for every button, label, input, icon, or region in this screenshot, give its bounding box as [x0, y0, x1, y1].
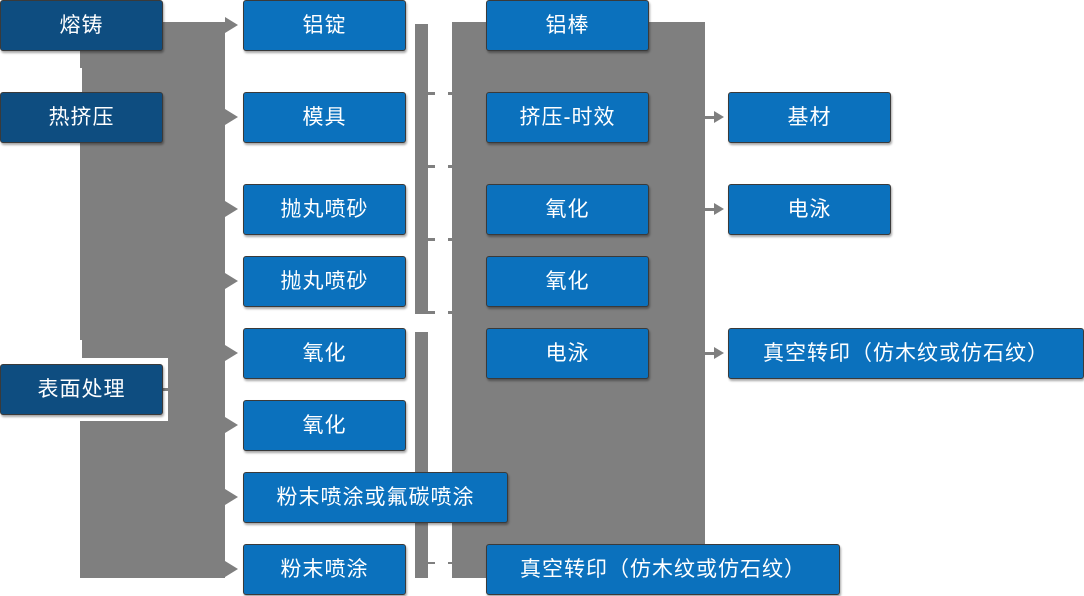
- process-box-extrusion-aging[interactable]: 挤压-时效: [486, 92, 649, 143]
- process-label: 铝棒: [545, 14, 590, 37]
- process-box-powder-coating[interactable]: 粉末喷涂: [243, 544, 406, 595]
- output-box-vacuum-transfer-printing[interactable]: 真空转印（仿木纹或仿石纹）: [728, 328, 1084, 379]
- process-box-vacuum-transfer-printing-bottom[interactable]: 真空转印（仿木纹或仿石纹）: [486, 544, 840, 595]
- stage-label: 熔铸: [59, 14, 104, 37]
- connector-stub-surface-treatment: [161, 388, 185, 391]
- process-box-oxidation-2[interactable]: 氧化: [243, 400, 406, 451]
- output-box-electrophoresis[interactable]: 电泳: [728, 184, 891, 235]
- tick-separator: [428, 564, 452, 578]
- arrow-to-r2: [714, 203, 724, 215]
- stem-to-r2: [705, 208, 717, 211]
- tick-separator: [428, 168, 452, 238]
- arrow-to-r1: [714, 111, 724, 123]
- tick-separator: [428, 95, 452, 165]
- stage-box-surface-treatment[interactable]: 表面处理: [0, 364, 163, 415]
- process-label: 氧化: [302, 342, 347, 365]
- process-box-aluminum-ingot[interactable]: 铝锭: [243, 0, 406, 51]
- process-label: 粉末喷涂或氟碳喷涂: [276, 486, 475, 509]
- process-box-oxidation-1[interactable]: 氧化: [243, 328, 406, 379]
- output-label: 基材: [787, 106, 832, 129]
- tick-separator: [428, 22, 452, 92]
- stem-to-r3: [705, 352, 717, 355]
- arrow-to-p3: [225, 201, 238, 217]
- elbow-notch-a: [70, 68, 82, 92]
- process-box-electrophoresis[interactable]: 电泳: [486, 328, 649, 379]
- process-box-oxidation-3[interactable]: 氧化: [486, 184, 649, 235]
- stage-box-hot-extrusion[interactable]: 热挤压: [0, 92, 163, 143]
- process-label: 真空转印（仿木纹或仿石纹）: [520, 558, 806, 581]
- stage-label: 热挤压: [48, 106, 115, 129]
- process-box-shot-blasting-2[interactable]: 抛丸喷砂: [243, 256, 406, 307]
- arrow-to-p2: [225, 109, 238, 125]
- process-label: 抛丸喷砂: [280, 270, 369, 293]
- process-box-powder-or-fluorocarbon-coating[interactable]: 粉末喷涂或氟碳喷涂: [243, 472, 508, 523]
- arrow-to-p8: [225, 561, 238, 577]
- process-label: 抛丸喷砂: [280, 198, 369, 221]
- process-box-oxidation-4[interactable]: 氧化: [486, 256, 649, 307]
- output-label: 真空转印（仿木纹或仿石纹）: [763, 342, 1049, 365]
- arrow-to-p4: [225, 273, 238, 289]
- arrow-to-p7: [225, 489, 238, 505]
- process-label: 挤压-时效: [519, 106, 616, 129]
- arrow-to-p6: [225, 417, 238, 433]
- process-box-aluminum-bar[interactable]: 铝棒: [486, 0, 649, 51]
- process-box-shot-blasting-1[interactable]: 抛丸喷砂: [243, 184, 406, 235]
- process-label: 铝锭: [302, 14, 347, 37]
- output-box-base-material[interactable]: 基材: [728, 92, 891, 143]
- arrow-to-p5: [225, 345, 238, 361]
- tick-separator: [415, 314, 452, 332]
- process-label: 氧化: [302, 414, 347, 437]
- output-label: 电泳: [787, 198, 832, 221]
- arrow-to-r3: [714, 347, 724, 359]
- process-label: 氧化: [545, 198, 590, 221]
- elbow-notch-b: [70, 340, 82, 364]
- process-label: 模具: [302, 106, 347, 129]
- stage-label: 表面处理: [37, 378, 126, 401]
- process-label: 电泳: [545, 342, 590, 365]
- process-label: 粉末喷涂: [280, 558, 369, 581]
- tick-separator: [428, 241, 452, 311]
- arrow-to-p1: [225, 17, 238, 33]
- process-label: 氧化: [545, 270, 590, 293]
- stem-to-r1: [705, 116, 717, 119]
- process-box-mold[interactable]: 模具: [243, 92, 406, 143]
- stage-box-melting-casting[interactable]: 熔铸: [0, 0, 163, 51]
- tick-separator: [428, 332, 452, 562]
